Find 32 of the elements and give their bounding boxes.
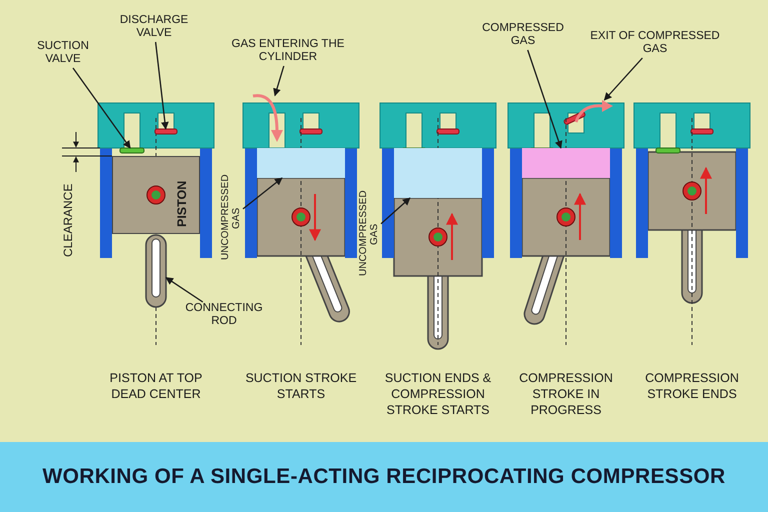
discharge-valve xyxy=(154,128,178,134)
stage-caption: COMPRESSION STROKE IN PROGRESS xyxy=(518,370,614,418)
leader-line xyxy=(165,277,204,303)
connecting-rod xyxy=(145,234,167,308)
part-label: SUCTION VALVE xyxy=(26,40,100,68)
part-label: GAS ENTERING THE CYLINDER xyxy=(226,38,350,66)
gas-outflow-arrow xyxy=(574,100,613,123)
suction-valve xyxy=(120,148,144,154)
dimension-label: CLEARANCE xyxy=(63,182,76,259)
leader-line xyxy=(242,178,283,210)
leader-line xyxy=(273,66,284,96)
part-label: COMPRESSED GAS xyxy=(478,22,568,50)
part-label: UNCOMPRESSED GAS xyxy=(358,192,381,276)
part-label: CONNECTING ROD xyxy=(180,302,268,330)
gas-region xyxy=(394,148,482,198)
stage-caption: SUCTION STROKE STARTS xyxy=(244,370,358,402)
gas-inflow-arrow xyxy=(252,94,283,142)
stage-caption: COMPRESSION STROKE ENDS xyxy=(644,370,740,402)
leader-line xyxy=(527,50,562,149)
leader-line xyxy=(604,58,643,101)
part-label: UNCOMPRESSED GAS xyxy=(220,176,243,260)
leader-line xyxy=(72,68,131,149)
stage-caption: PISTON AT TOP DEAD CENTER xyxy=(108,370,204,402)
stage-caption: SUCTION ENDS & COMPRESSION STROKE STARTS xyxy=(384,370,492,418)
piston: PISTON xyxy=(112,156,200,234)
gas-region xyxy=(522,148,610,178)
title: WORKING OF A SINGLE-ACTING RECIPROCATING COMPRESSOR xyxy=(0,442,768,512)
part-label: DISCHARGE VALVE xyxy=(116,14,192,42)
leader-line xyxy=(380,197,410,224)
gas-region xyxy=(257,148,345,178)
part-label: EXIT OF COMPRESSED GAS xyxy=(588,30,722,58)
leader-line xyxy=(154,42,169,130)
